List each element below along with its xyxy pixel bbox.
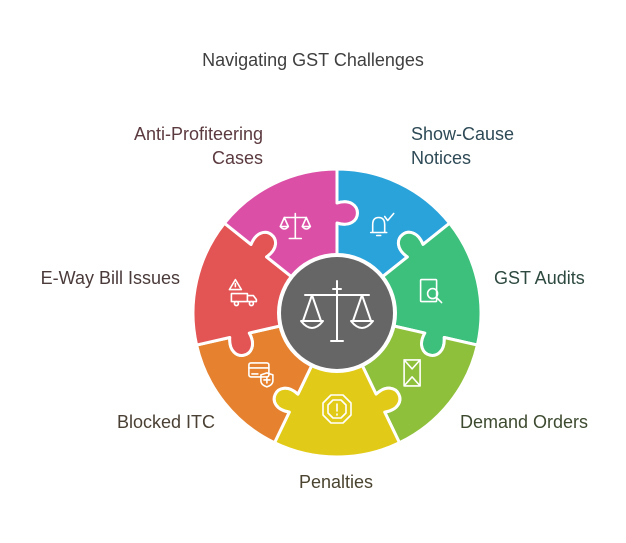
label-line: Anti-Profiteering — [133, 124, 263, 144]
scales-icon — [279, 212, 312, 240]
label-e-way-bill-issues: E-Way Bill Issues — [20, 266, 180, 290]
balance-scale-icon — [300, 280, 374, 342]
label-line: Notices — [411, 148, 472, 168]
label-line: Penalties — [298, 472, 374, 492]
truck-warning-icon — [228, 278, 258, 307]
label-gst-audits: GST Audits — [494, 266, 614, 290]
bell-check-icon — [369, 212, 395, 237]
credit-card-shield-icon — [248, 362, 274, 388]
label-line: Demand Orders — [460, 412, 589, 432]
label-show-cause-notices: Show-Cause Notices — [411, 122, 571, 170]
label-line: Blocked ITC — [116, 412, 215, 432]
label-line: Cases — [211, 148, 263, 168]
label-penalties: Penalties — [236, 470, 436, 494]
label-line: GST Audits — [494, 268, 585, 288]
label-blocked-itc: Blocked ITC — [60, 410, 215, 434]
label-line: Show-Cause — [411, 124, 515, 144]
diagram-title: Navigating GST Challenges — [202, 50, 424, 70]
label-line: E-Way Bill Issues — [40, 268, 180, 288]
envelope-icon — [403, 359, 421, 387]
document-search-icon — [419, 278, 443, 304]
label-anti-profiteering-cases: Anti-Profiteering Cases — [100, 122, 263, 170]
label-demand-orders: Demand Orders — [460, 410, 620, 434]
warning-octagon-icon — [322, 394, 352, 424]
